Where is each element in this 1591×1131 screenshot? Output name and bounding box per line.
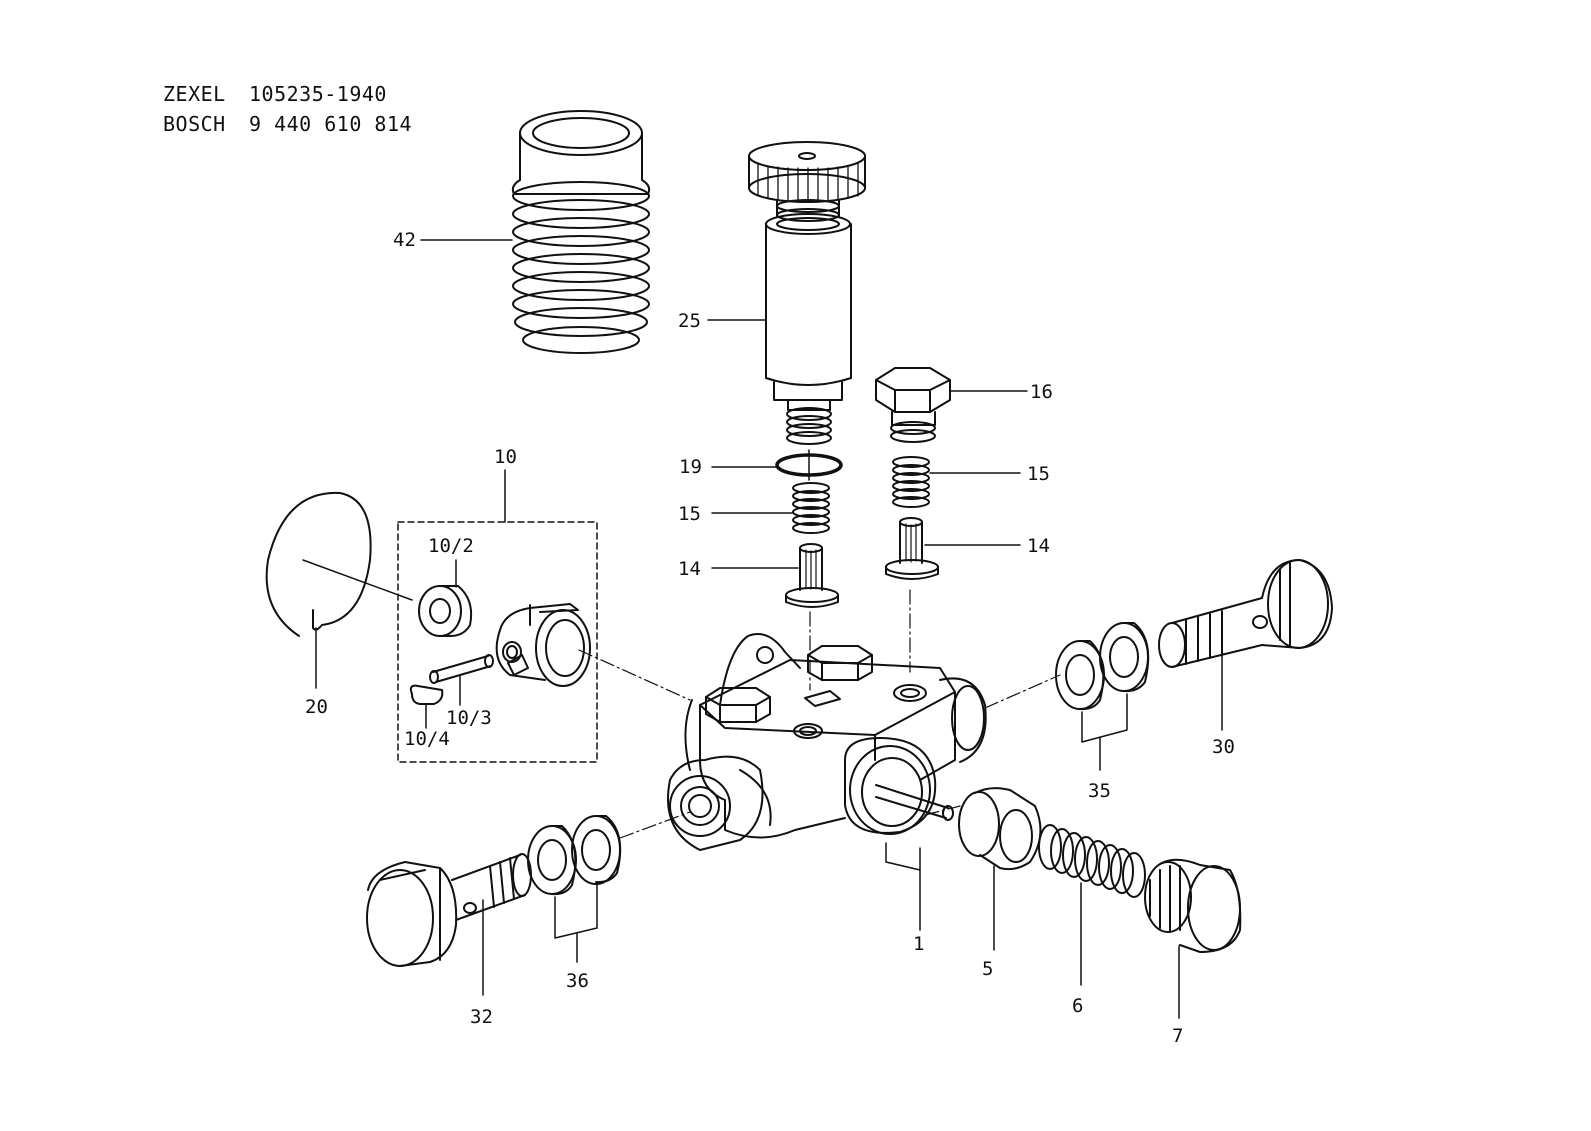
callout-10-3: 10/3 <box>446 707 492 729</box>
callout-5: 5 <box>982 958 993 980</box>
part-42-bellows: 42 <box>393 110 651 354</box>
zexel-part-number-line: ZEXEL 105235-1940 <box>163 82 387 106</box>
part-32-banjo-bolt: 32 <box>366 853 532 1028</box>
part-25-hand-primer-pump: 25 <box>678 141 866 445</box>
part-1-pump-housing: 1 <box>667 633 987 955</box>
part-35-gaskets: 35 <box>1055 622 1150 802</box>
assembly-axis-lines <box>578 589 1061 839</box>
callout-25: 25 <box>678 310 701 332</box>
callout-35: 35 <box>1088 780 1111 802</box>
bosch-part-number-line: BOSCH 9 440 610 814 <box>163 112 412 136</box>
bellows-ribs <box>512 181 650 354</box>
callout-32: 32 <box>470 1006 493 1028</box>
callout-16: 16 <box>1030 381 1053 403</box>
callout-15-right: 15 <box>1027 463 1050 485</box>
callout-14-left: 14 <box>678 558 701 580</box>
callout-15-left: 15 <box>678 503 701 525</box>
part-30-banjo-bolt: 30 <box>1158 559 1333 758</box>
part-6-spring: 6 <box>1038 824 1146 1017</box>
callout-10-4: 10/4 <box>404 728 450 750</box>
callout-10-2: 10/2 <box>428 535 474 557</box>
callout-42: 42 <box>393 229 416 251</box>
part-16-hex-plug: 16 <box>875 367 1053 443</box>
part-7-end-plug: 7 <box>1144 858 1242 1047</box>
part-14-valve-left: 14 <box>678 543 839 608</box>
part-20-snap-ring: 20 <box>265 491 413 718</box>
callout-19: 19 <box>679 456 702 478</box>
bosch-part-number: 9 440 610 814 <box>249 112 413 136</box>
part-15-spring-right: 15 <box>892 456 1050 508</box>
part-14-valve-right: 14 <box>885 517 1050 580</box>
callout-20: 20 <box>305 696 328 718</box>
callout-10: 10 <box>494 446 517 468</box>
callout-30: 30 <box>1212 736 1235 758</box>
callout-36: 36 <box>566 970 589 992</box>
zexel-part-number: 105235-1940 <box>249 82 387 106</box>
callout-1: 1 <box>913 933 924 955</box>
callout-6: 6 <box>1072 995 1083 1017</box>
part-19-o-ring: 19 <box>679 449 843 481</box>
bosch-brand-label: BOSCH <box>163 112 226 136</box>
callout-7: 7 <box>1172 1025 1183 1047</box>
part-5-sleeve: 5 <box>958 787 1042 980</box>
part-10-assembly-group: 10 10/2 10/3 10/4 <box>397 446 598 763</box>
zexel-brand-label: ZEXEL <box>163 82 226 106</box>
part-15-spring-left: 15 <box>678 482 830 534</box>
part-36-gaskets: 36 <box>527 815 622 992</box>
callout-14-right: 14 <box>1027 535 1050 557</box>
